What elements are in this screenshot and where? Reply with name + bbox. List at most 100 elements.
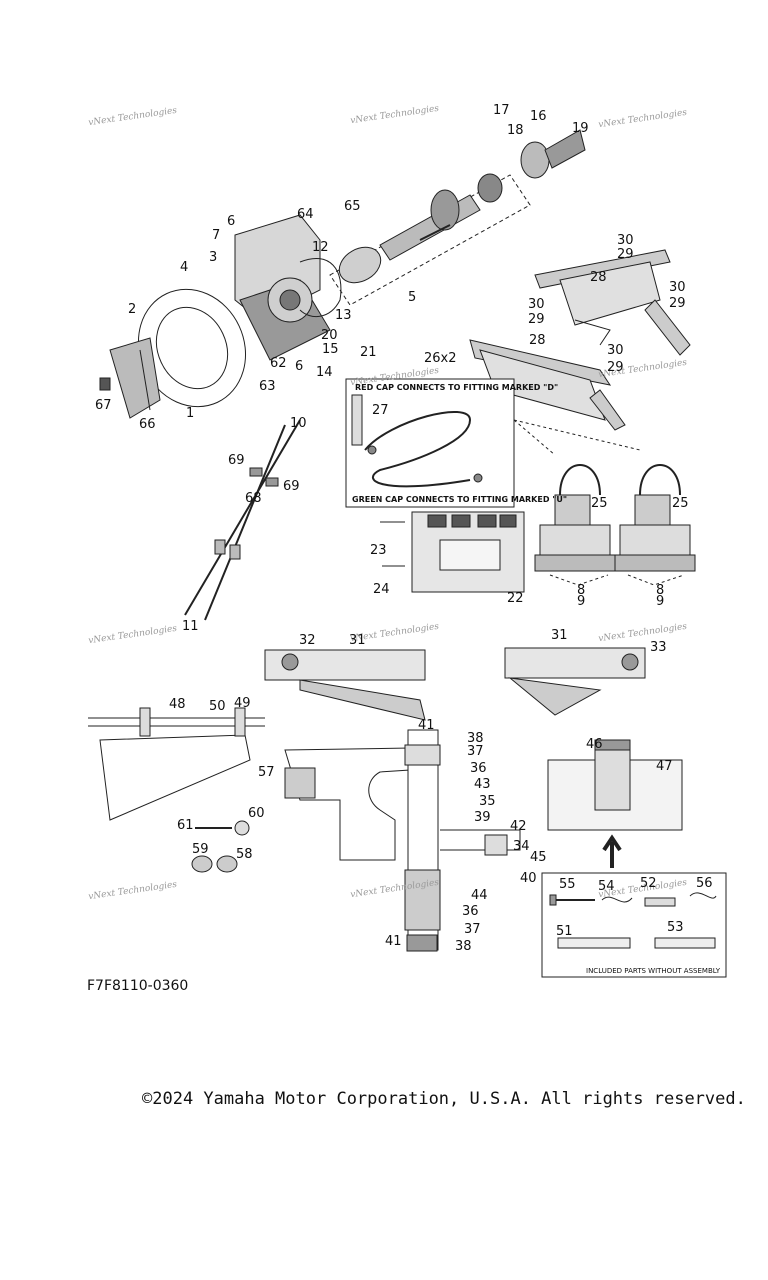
- callout: 46: [586, 737, 603, 752]
- callout: 59: [192, 842, 209, 857]
- steering-shaft-drawing: [329, 129, 586, 306]
- callout: 32: [299, 633, 316, 648]
- callout: 48: [169, 697, 186, 712]
- callout: 29: [617, 247, 634, 262]
- steering-wheel-drawing: [99, 288, 247, 419]
- control-box-drawing: [380, 511, 525, 593]
- included-parts-box: [541, 872, 727, 978]
- callout: 38: [467, 731, 484, 746]
- callout: 14: [316, 365, 333, 380]
- callout: 36: [470, 761, 487, 776]
- callout: 31: [551, 628, 568, 643]
- control-cables-drawing: [184, 419, 301, 621]
- cylinder-lower-drawing: [469, 339, 626, 431]
- callout: 42: [510, 819, 527, 834]
- callout: 40: [520, 871, 537, 886]
- callout: 17: [493, 103, 510, 118]
- callout: 3: [209, 250, 218, 265]
- copyright-notice: ©2024 Yamaha Motor Corporation, U.S.A. A…: [142, 1089, 746, 1109]
- callout: 50: [209, 699, 226, 714]
- callout: 2: [128, 302, 137, 317]
- callout: 6: [227, 214, 236, 229]
- callout: 25: [591, 496, 608, 511]
- callout: 44: [471, 888, 488, 903]
- callout: 10: [290, 416, 307, 431]
- callout: 8: [656, 583, 665, 598]
- callout: 25: [672, 496, 689, 511]
- diagram-code: F7F8110-0360: [87, 978, 189, 994]
- callout: 68: [245, 491, 262, 506]
- callout: 27: [372, 403, 389, 418]
- callout: 30: [607, 343, 624, 358]
- callout: 52: [640, 876, 657, 891]
- red-cap-note: RED CAP CONNECTS TO FITTING MARKED "D": [355, 383, 559, 392]
- callout: 28: [529, 333, 546, 348]
- small-parts-drawing: [191, 820, 250, 873]
- callout: 13: [335, 308, 352, 323]
- callout: 43: [474, 777, 491, 792]
- callout: 61: [177, 818, 194, 833]
- callout: 60: [248, 806, 265, 821]
- callout: 39: [474, 810, 491, 825]
- callout: 21: [360, 345, 377, 360]
- callout: 20: [321, 328, 338, 343]
- callout: 63: [259, 379, 276, 394]
- hose-kit-box: [345, 378, 641, 508]
- callout: 45: [530, 850, 547, 865]
- callout: 54: [598, 879, 615, 894]
- transom-bracket-drawing: [88, 707, 265, 821]
- pump-right-drawing: [614, 464, 696, 586]
- callout: 37: [464, 922, 481, 937]
- callout: 23: [370, 543, 387, 558]
- callout: 62: [270, 356, 287, 371]
- callout: 66: [139, 417, 156, 432]
- tie-bar-assembly-drawing: [284, 729, 521, 952]
- callout: 58: [236, 847, 253, 862]
- callout: 11: [182, 619, 199, 634]
- callout: 37: [467, 744, 484, 759]
- callout: 9: [656, 594, 665, 609]
- callout: 9: [577, 594, 586, 609]
- callout: 53: [667, 920, 684, 935]
- callout: 41: [418, 718, 435, 733]
- callout: 12: [312, 240, 329, 255]
- callout: 29: [528, 312, 545, 327]
- helm-housing-drawing: [234, 214, 342, 361]
- callout: 41: [385, 934, 402, 949]
- callout: 35: [479, 794, 496, 809]
- callout: 65: [344, 199, 361, 214]
- callout: 29: [669, 296, 686, 311]
- callout: 29: [607, 360, 624, 375]
- callout: 6: [295, 359, 304, 374]
- callout: 4: [180, 260, 189, 275]
- callout: 16: [530, 109, 547, 124]
- callout: 69: [283, 479, 300, 494]
- callout: 7: [212, 228, 221, 243]
- callout: 28: [590, 270, 607, 285]
- callout: 33: [650, 640, 667, 655]
- callout: 56: [696, 876, 713, 891]
- included-parts-note: INCLUDED PARTS WITHOUT ASSEMBLY: [586, 967, 720, 975]
- callout: 64: [297, 207, 314, 222]
- callout: 19: [572, 121, 589, 136]
- callout: 31: [349, 633, 366, 648]
- mount-left-drawing: [264, 649, 426, 721]
- callout: 69: [228, 453, 245, 468]
- callout: 36: [462, 904, 479, 919]
- pump-left-drawing: [534, 464, 616, 586]
- mount-right-drawing: [504, 647, 646, 716]
- callout: 47: [656, 759, 673, 774]
- callout: 57: [258, 765, 275, 780]
- callout: 30: [528, 297, 545, 312]
- callout: 30: [617, 233, 634, 248]
- callout: 24: [373, 582, 390, 597]
- callout: 55: [559, 877, 576, 892]
- callout: 15: [322, 342, 339, 357]
- callout: 8: [577, 583, 586, 598]
- callout: 67: [95, 398, 112, 413]
- callout: 49: [234, 696, 251, 711]
- callout: 34: [513, 839, 530, 854]
- callout: 51: [556, 924, 573, 939]
- callout: 1: [186, 406, 195, 421]
